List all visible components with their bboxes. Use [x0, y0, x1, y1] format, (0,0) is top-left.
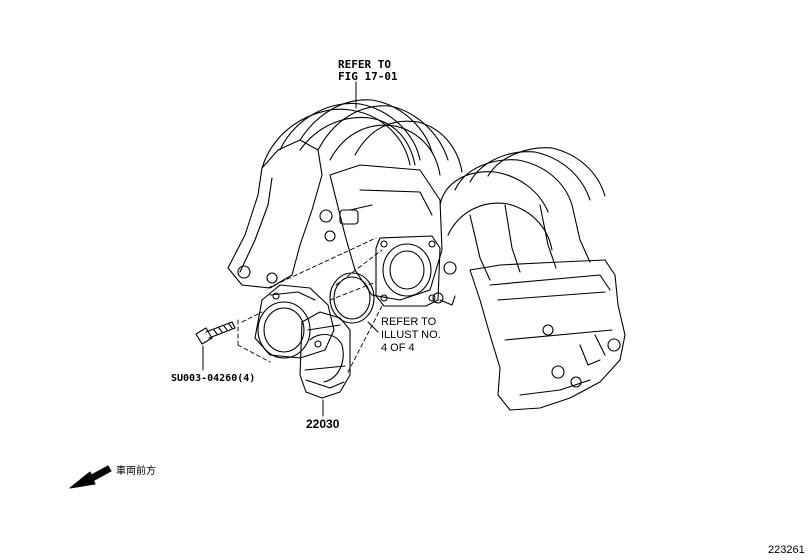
- gasket: [329, 272, 375, 324]
- refer-side-line-3: 4 OF 4: [381, 342, 415, 354]
- refer-top-line-2: FIG 17-01: [338, 70, 398, 83]
- part-number-label: 22030: [306, 417, 340, 431]
- assembly-guide-lines: [237, 237, 383, 373]
- bolt: [195, 321, 236, 345]
- leader-lines: [202, 81, 379, 417]
- intake-manifold: [227, 99, 626, 411]
- bolt-part-label: SU003-04260(4): [171, 373, 256, 384]
- refer-side-line-2: ILLUST NO.: [381, 329, 441, 341]
- front-direction-arrow-icon: [69, 465, 112, 489]
- refer-side-line-1: REFER TO: [381, 316, 437, 328]
- refer-top-line-1: REFER TO: [338, 58, 391, 71]
- illustration-number: 223261: [768, 544, 805, 556]
- mounting-flange: [375, 235, 441, 307]
- throttle-body: [254, 284, 351, 399]
- direction-label: 車両前方: [116, 466, 156, 477]
